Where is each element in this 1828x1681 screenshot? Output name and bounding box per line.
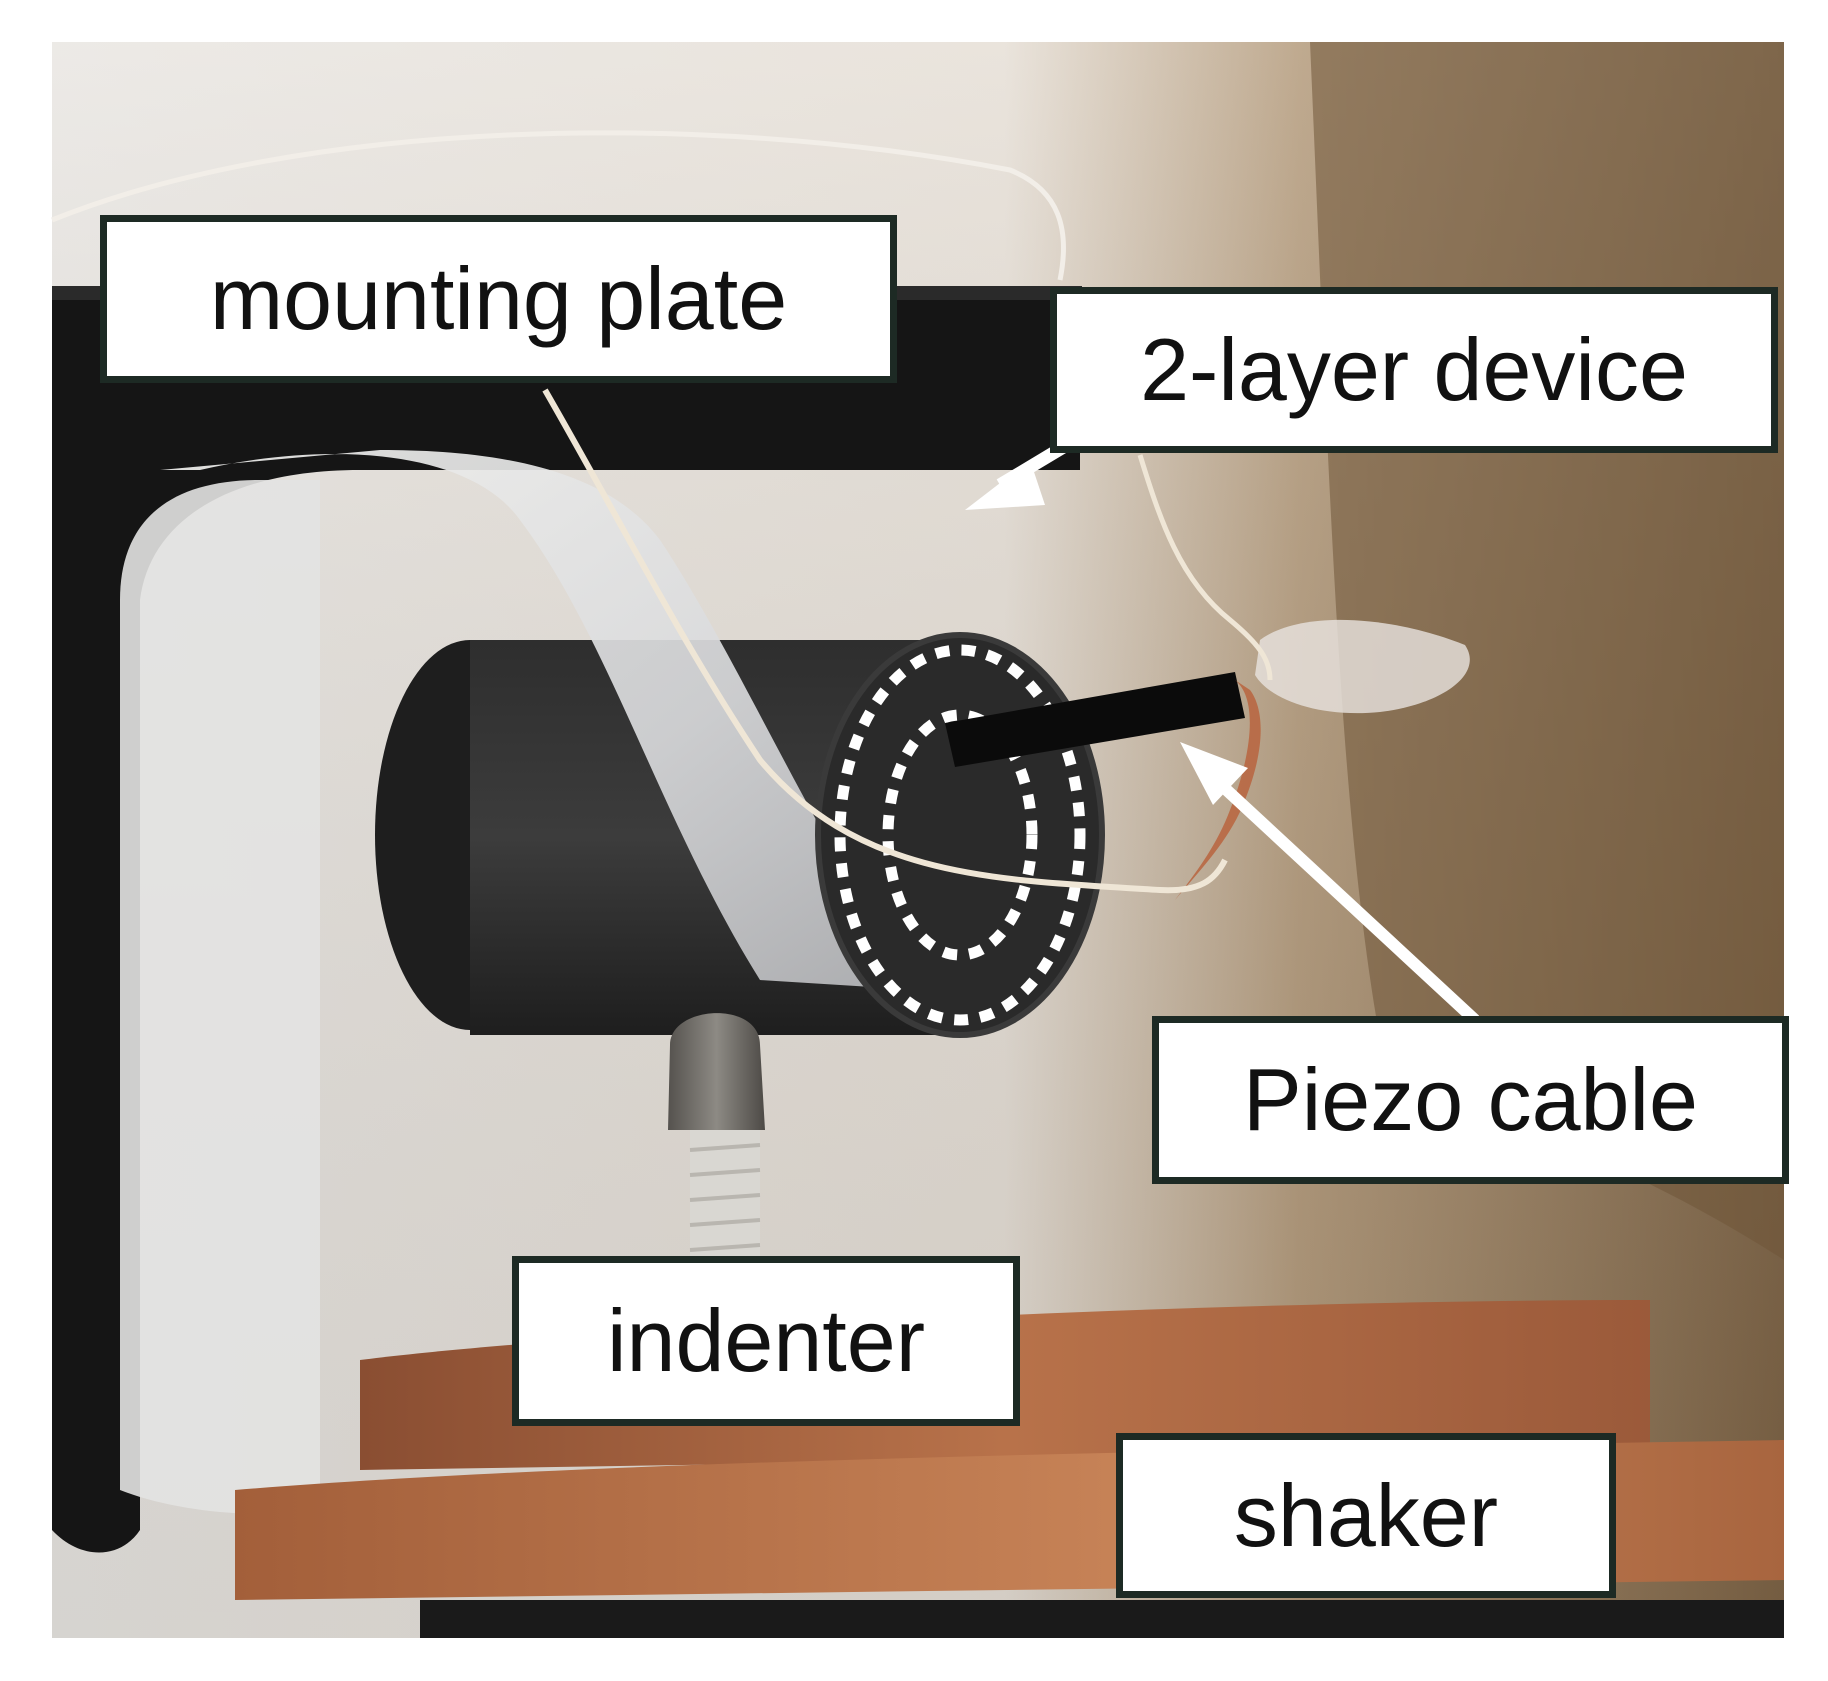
piezo-cable-rod [945, 672, 1245, 767]
indenter-label: indenter [512, 1256, 1020, 1426]
piezo-cable-label: Piezo cable [1152, 1016, 1789, 1184]
thread-wire-1 [51, 130, 1066, 281]
flexible-band [160, 450, 920, 990]
two-layer-device-label: 2-layer device [1050, 287, 1778, 453]
bracket-white [120, 480, 320, 1514]
thread-wire-3 [1137, 454, 1273, 681]
arrow-to-cable [1180, 742, 1480, 1025]
indenter-thread-lines [689, 1143, 761, 1252]
mounting-plate [52, 290, 1080, 1553]
outer-layer-outline [834, 644, 1086, 1026]
cable-glue-blob [1255, 619, 1470, 714]
cylinder-face-rim [815, 632, 1105, 1038]
indenter-head [668, 1013, 765, 1130]
mounting-plate-label: mounting plate [100, 215, 897, 383]
shaker-base [420, 1600, 1784, 1638]
cable-copper-fibers [1175, 680, 1261, 900]
inner-layer-outline [882, 709, 1038, 961]
shaker-label: shaker [1116, 1433, 1616, 1598]
thread-wire-2 [542, 388, 1228, 894]
